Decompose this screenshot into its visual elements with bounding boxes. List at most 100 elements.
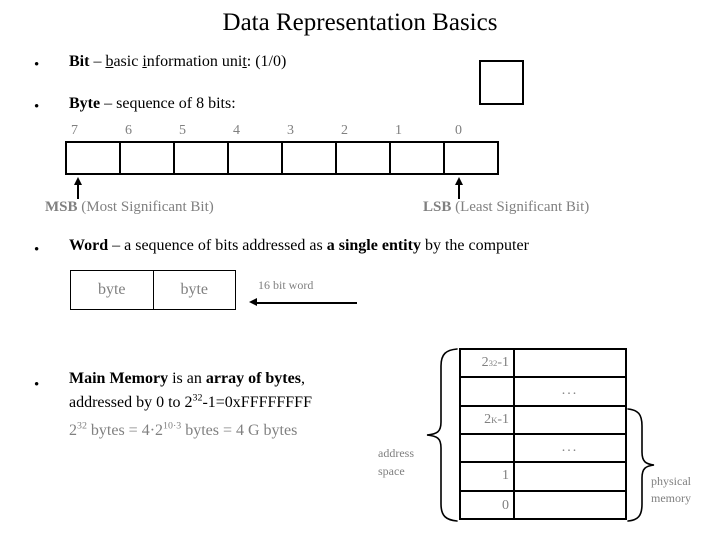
memory-address-post-2: -1 (497, 411, 509, 427)
byte-cell-2 (337, 143, 391, 173)
byte-cell-4 (229, 143, 283, 173)
memory-address-base-5: 0 (502, 497, 509, 513)
bullet-byte-text: Byte – sequence of 8 bits: (69, 94, 236, 114)
memory-address-label-3 (461, 434, 515, 462)
lsb-label: LSB (Least Significant Bit) (423, 198, 589, 216)
bullet-memory-line1: Main Memory is an array of bytes, (69, 369, 305, 389)
memory-line2-post: -1=0xFFFFFFFF (202, 394, 312, 411)
word-size-label: 16 bit word (258, 278, 314, 292)
byte-cell-0 (445, 143, 497, 173)
bullet-marker-byte: • (34, 99, 40, 115)
bullet-marker-memory: • (34, 377, 40, 393)
bit-number-row: 7 6 5 4 3 2 1 0 (65, 123, 499, 139)
memory-data-cell-0 (515, 350, 625, 376)
address-space-line-1: address (378, 446, 414, 460)
physical-memory-brace-icon (627, 406, 655, 524)
msb-abbrev: MSB (45, 199, 78, 215)
memory-data-cell-5 (515, 492, 625, 520)
memory-line3-pre: 2 (69, 422, 77, 439)
memory-line3-exponent-2: 10·3 (163, 420, 182, 432)
bullet-marker-word: • (34, 242, 40, 258)
word-tail: by the computer (420, 237, 529, 254)
address-space-label: address space (378, 444, 414, 480)
memory-address-label-4: 1 (461, 463, 515, 490)
bit-mid1: asic (113, 53, 143, 70)
empty-bit-square (479, 60, 524, 105)
memory-data-cell-3: ... (561, 440, 579, 456)
table-row: 1 (461, 463, 625, 492)
msb-expansion: (Most Significant Bit) (77, 199, 214, 215)
byte-term: Byte (69, 95, 101, 112)
msb-label: MSB (Most Significant Bit) (45, 198, 214, 216)
bullet-word-text: Word – a sequence of bits addressed as a… (69, 236, 529, 256)
page-title: Data Representation Basics (222, 9, 498, 36)
bit-underline-i: i (142, 53, 147, 70)
bit-number-1: 1 (395, 123, 402, 138)
physical-memory-line-2: memory (651, 491, 691, 505)
msb-arrow-icon (74, 177, 83, 199)
address-space-line-2: space (378, 464, 405, 478)
memory-address-base-4: 1 (502, 468, 509, 484)
bullet-bit-text: Bit – basic information unit: (1/0) (69, 52, 286, 72)
memory-line3-exponent-1: 32 (77, 420, 87, 432)
byte-cell-3 (283, 143, 337, 173)
word-emphasis: a single entity (326, 237, 421, 254)
byte-cell-7 (67, 143, 121, 173)
bullet-marker-bit: • (34, 57, 40, 73)
memory-address-base-0: 2 (481, 355, 489, 371)
byte-cell-6 (121, 143, 175, 173)
memory-address-post-0: -1 (497, 355, 509, 371)
bit-mid2: nformation uni (146, 53, 243, 70)
byte-rest: – sequence of 8 bits: (100, 95, 236, 112)
memory-mid1: is an (168, 370, 206, 387)
bit-number-7: 7 (71, 123, 78, 138)
bit-number-6: 6 (125, 123, 132, 138)
memory-term: Main Memory (69, 370, 169, 387)
word-mid: – a sequence of bits addressed as (108, 237, 327, 254)
physical-memory-label: physical memory (651, 473, 691, 507)
byte-cell-row (65, 141, 499, 175)
bit-number-0: 0 (455, 123, 462, 138)
word-span-arrow-icon (249, 298, 357, 307)
table-row: ... (461, 434, 625, 464)
word-term: Word (69, 237, 109, 254)
bit-number-5: 5 (179, 123, 186, 138)
memory-address-label-5: 0 (461, 491, 515, 520)
address-space-brace-icon (424, 346, 458, 524)
memory-line2-pre: addressed by 0 to 2 (69, 394, 193, 411)
bit-term: Bit (69, 53, 90, 70)
word-cell-row: byte byte (70, 270, 236, 310)
bit-underline-t: t (242, 53, 247, 70)
bit-number-3: 3 (287, 123, 294, 138)
bit-underline-b: b (105, 53, 114, 70)
lsb-expansion: (Least Significant Bit) (451, 199, 590, 215)
bit-number-2: 2 (341, 123, 348, 138)
lsb-abbrev: LSB (423, 199, 452, 215)
bit-tail: : (1/0) (246, 53, 287, 70)
memory-data-cell-4 (515, 463, 625, 489)
memory-emphasis: array of bytes (205, 370, 301, 387)
table-row: 0 (461, 491, 625, 520)
word-cell-low-byte: byte (180, 281, 209, 298)
bit-dash: – (89, 53, 106, 70)
memory-address-label-1 (461, 378, 515, 405)
memory-line3-post: bytes = 4 G bytes (181, 422, 298, 439)
memory-tail1: , (300, 370, 305, 387)
physical-memory-line-1: physical (651, 474, 691, 488)
memory-data-cell-2 (515, 407, 625, 433)
table-row: ... (461, 378, 625, 407)
word-cell-high-byte: byte (71, 271, 154, 309)
lsb-arrow-icon (455, 177, 464, 199)
bullet-memory-line2: addressed by 0 to 232-1=0xFFFFFFFF (69, 393, 312, 413)
memory-data-cell-1: ... (561, 383, 579, 399)
byte-cell-1 (391, 143, 445, 173)
byte-cell-5 (175, 143, 229, 173)
memory-line3-mid: bytes = 4·2 (86, 422, 164, 439)
memory-address-base-2: 2 (484, 411, 492, 427)
